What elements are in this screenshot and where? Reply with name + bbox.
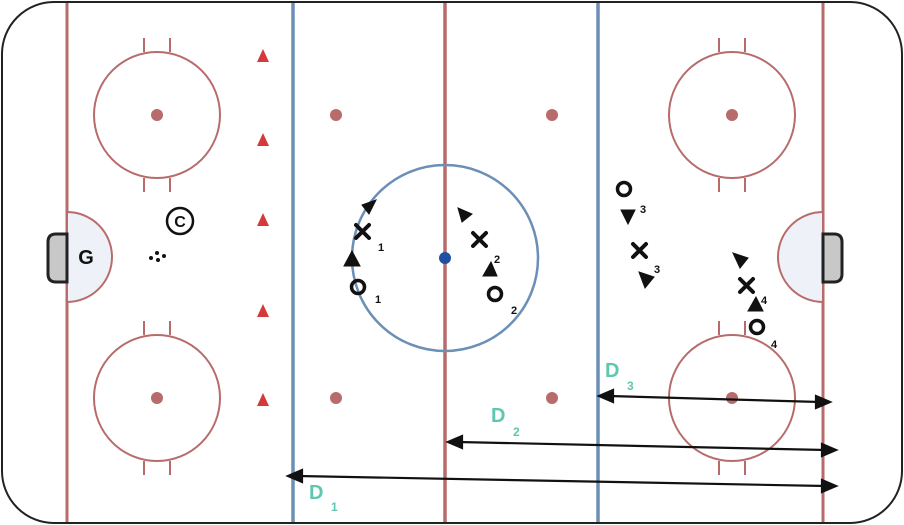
arrow-icon	[638, 271, 655, 289]
faceoff-circle-top-left	[93, 38, 221, 192]
faceoff-dot	[151, 109, 163, 121]
player-pair-2	[457, 207, 504, 303]
player-4-x-index: 4	[761, 295, 768, 307]
faceoff-dot	[726, 109, 738, 121]
player-2-o-index: 2	[511, 305, 517, 317]
defender-x-icon	[631, 242, 648, 259]
arrow-icon	[747, 295, 764, 312]
distance-arrow-d3	[608, 394, 821, 404]
faceoff-dot	[151, 392, 163, 404]
faceoff-circle-top-right	[668, 38, 796, 192]
arrow-icon	[457, 207, 473, 223]
cone-icon	[257, 133, 269, 146]
svg-text:D: D	[491, 405, 505, 427]
player-3-x-index: 3	[654, 264, 660, 276]
player-4-o-index: 4	[771, 339, 778, 351]
cone-icon	[257, 49, 269, 62]
arrow-icon	[620, 209, 636, 226]
arrow-icon	[732, 252, 749, 269]
attacker-o-icon	[748, 318, 766, 336]
coach-label: C	[174, 214, 186, 231]
defender-x-icon	[738, 277, 755, 294]
attacker-o-icon	[615, 180, 633, 198]
attacker-o-icon	[486, 285, 504, 303]
coach-icon: C	[165, 206, 195, 236]
distance-arrows	[285, 388, 839, 494]
neutral-zone-dot	[330, 392, 342, 404]
distance-arrow-d2	[457, 440, 827, 452]
faceoff-circle-bottom-left	[93, 321, 221, 475]
neutral-zone-dot	[330, 109, 342, 121]
svg-text:2: 2	[513, 425, 520, 439]
left-goal-net	[46, 232, 69, 284]
arrow-icon	[361, 199, 378, 215]
svg-text:1: 1	[331, 500, 338, 514]
right-goal-net	[821, 232, 844, 284]
player-1-o-index: 1	[375, 294, 381, 306]
player-pair-1	[343, 199, 378, 296]
goalie-label: G	[78, 247, 94, 269]
arrow-icon	[343, 249, 361, 267]
player-pair-4	[732, 252, 766, 336]
pucks-icon	[149, 251, 166, 262]
cone-icon	[257, 213, 269, 226]
player-1-x-index: 1	[378, 242, 384, 254]
player-pair-3	[615, 180, 655, 289]
distance-label-d3: D 3	[605, 360, 634, 393]
neutral-zone-dot	[546, 109, 558, 121]
faceoff-dot	[726, 392, 738, 404]
cones	[257, 49, 269, 406]
distance-label-d1: D 1	[309, 482, 338, 514]
attacker-o-icon	[349, 278, 367, 296]
defender-x-icon	[354, 223, 371, 240]
distance-label-d2: D 2	[491, 405, 520, 439]
cone-icon	[257, 393, 269, 406]
player-3-o-index: 3	[640, 204, 646, 216]
center-faceoff-dot	[439, 252, 451, 264]
left-goal-crease	[66, 210, 113, 304]
cone-icon	[257, 304, 269, 317]
right-goal-crease	[777, 210, 824, 304]
neutral-zone-dot	[546, 392, 558, 404]
distance-arrow-d1	[297, 474, 827, 488]
defender-x-icon	[471, 231, 488, 248]
svg-text:D: D	[605, 360, 619, 382]
player-2-x-index: 2	[494, 254, 500, 266]
svg-text:3: 3	[627, 379, 634, 393]
arrow-icon	[482, 260, 498, 277]
svg-text:D: D	[309, 482, 323, 504]
